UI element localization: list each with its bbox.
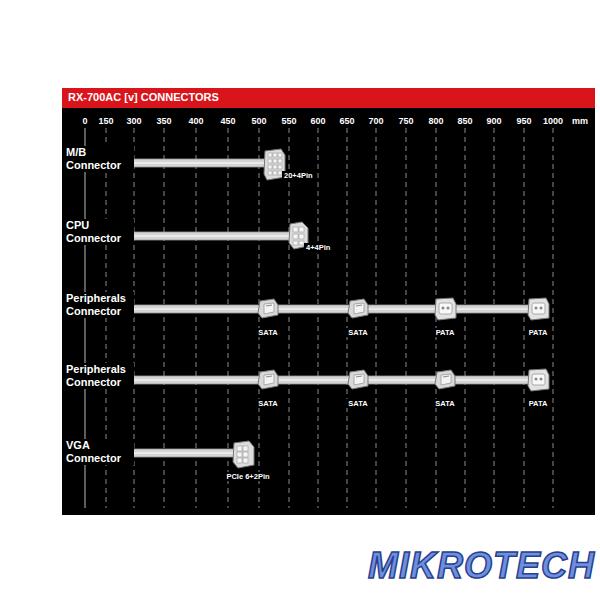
connector-label: PATA [434,328,457,337]
chart-title: RX-700AC [v] CONNECTORS [68,91,219,103]
row-label: Peripherals Connector [66,363,134,389]
connector-label: PATA [527,328,550,337]
axis-tick: 750 [397,116,414,126]
axis-tick: 500 [250,116,267,126]
connector-label: SATA [346,328,369,337]
axis-tick: 800 [427,116,444,126]
row-label: CPU Connector [66,219,134,245]
row-label: M/B Connector [66,146,134,172]
connector-label: SATA [256,328,279,337]
axis-tick: 600 [309,116,326,126]
axis-tick: 1000 [542,116,564,126]
axis-tick: 650 [338,116,355,126]
connector-label: SATA [256,399,279,408]
axis-tick: 700 [367,116,384,126]
axis-tick: 850 [456,116,473,126]
connector-label: 4+4Pin [304,243,332,252]
axis-tick: 950 [515,116,532,126]
axis-unit: mm [571,116,589,126]
row-label: VGA Connector [66,439,134,465]
connector-label: SATA [433,399,456,408]
axis-tick: 0 [81,116,88,126]
axis-tick: 550 [280,116,297,126]
axis-tick: 300 [125,116,142,126]
watermark: MIKROTECH [368,545,595,587]
axis-tick: 900 [485,116,502,126]
axis-tick: 450 [219,116,236,126]
axis-tick: 400 [187,116,204,126]
connector-label: PATA [527,399,550,408]
connector-label: 20+4Pin [282,171,315,180]
axis-tick: 150 [97,116,114,126]
row-label: Peripherals Connector [66,292,134,318]
connector-label: PCIe 6+2Pin [224,472,271,481]
axis-tick: 350 [155,116,172,126]
connector-label: SATA [346,399,369,408]
